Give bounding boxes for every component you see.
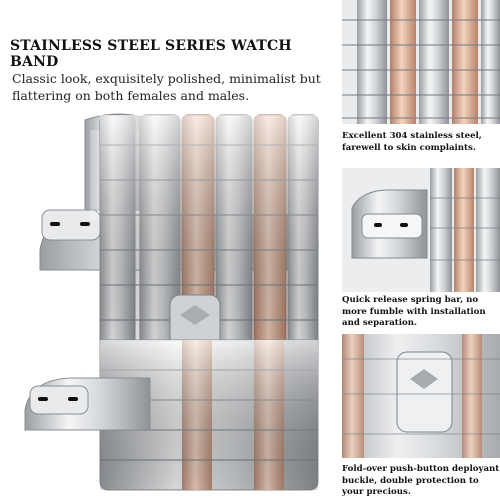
caption-buckle: Fold-over push-button deployant buckle, … (342, 464, 500, 497)
caption-stainless: Excellent 304 stainless steel, farewell … (342, 131, 482, 153)
subtitle: Classic look, exquisitely polished, mini… (12, 71, 321, 103)
caption-spring-bar: Quick release spring bar, no more fumble… (342, 295, 486, 328)
buckle-detail-image (342, 334, 500, 458)
headline: STAINLESS STEEL SERIES WATCH BAND (10, 38, 292, 70)
link-detail-image (342, 0, 500, 124)
watch-band-main-image (0, 100, 335, 500)
spring-bar-detail-image (342, 168, 500, 292)
